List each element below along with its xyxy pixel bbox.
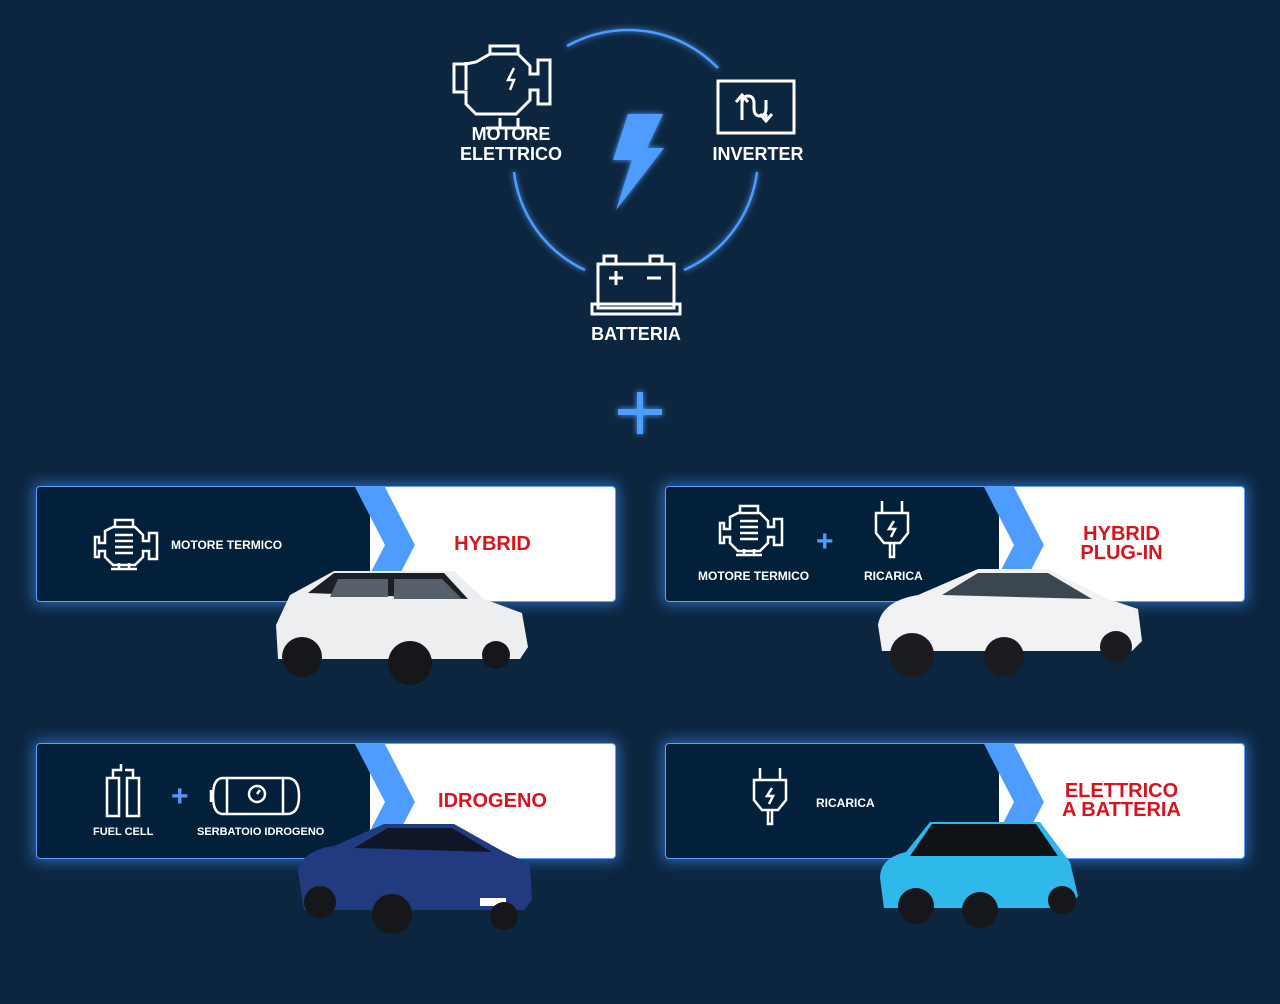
- title-line2: PLUG-IN: [1080, 542, 1163, 564]
- plug-icon: [874, 501, 910, 559]
- electric-motor-icon: [452, 44, 552, 130]
- card-title: IDROGENO: [370, 744, 615, 858]
- motor-label-line2: ELETTRICO: [460, 144, 562, 164]
- cycle-ring: [512, 28, 759, 272]
- plus-icon: +: [171, 780, 189, 813]
- inverter-icon: [716, 79, 796, 135]
- component-label: SERBATOIO IDROGENO: [197, 826, 325, 838]
- engine-icon: [718, 504, 784, 557]
- battery-label: BATTERIA: [591, 324, 681, 344]
- card-title: HYBRID: [370, 487, 615, 601]
- fuel-cell-icon: [105, 764, 141, 818]
- car-image-suv-white: [276, 571, 528, 685]
- title-line2: A BATTERIA: [1062, 799, 1181, 821]
- engine-icon: [93, 518, 159, 571]
- component-label: MOTORE TERMICO: [698, 569, 810, 583]
- title-line1: ELETTRICO: [1064, 780, 1179, 802]
- plus-icon: [618, 392, 662, 434]
- motor-label-line1: MOTORE: [471, 124, 551, 144]
- title-line1: IDROGENO: [438, 789, 547, 812]
- lightning-icon: [613, 114, 664, 210]
- car-image-sedan-white: [878, 569, 1142, 677]
- hydrogen-tank-icon: [209, 776, 301, 816]
- component-label: RICARICA: [816, 796, 875, 810]
- cycle-diagram: [452, 28, 796, 434]
- battery-icon: [590, 254, 682, 316]
- plug-icon: [752, 768, 788, 826]
- car-image-mirai-blue: [298, 824, 532, 934]
- plus-icon: +: [816, 525, 834, 558]
- title-line1: HYBRID: [454, 532, 531, 555]
- car-image-eq-blue: [880, 822, 1078, 928]
- card-idrogeno[interactable]: + FUEL CELL SERBATOIO IDROGENO IDROGENO: [36, 743, 616, 859]
- inverter-label: INVERTER: [712, 144, 804, 164]
- component-label: MOTORE TERMICO: [171, 538, 283, 552]
- component-label: RICARICA: [864, 569, 923, 583]
- component-label: FUEL CELL: [93, 826, 154, 838]
- title-line1: HYBRID: [1083, 523, 1160, 545]
